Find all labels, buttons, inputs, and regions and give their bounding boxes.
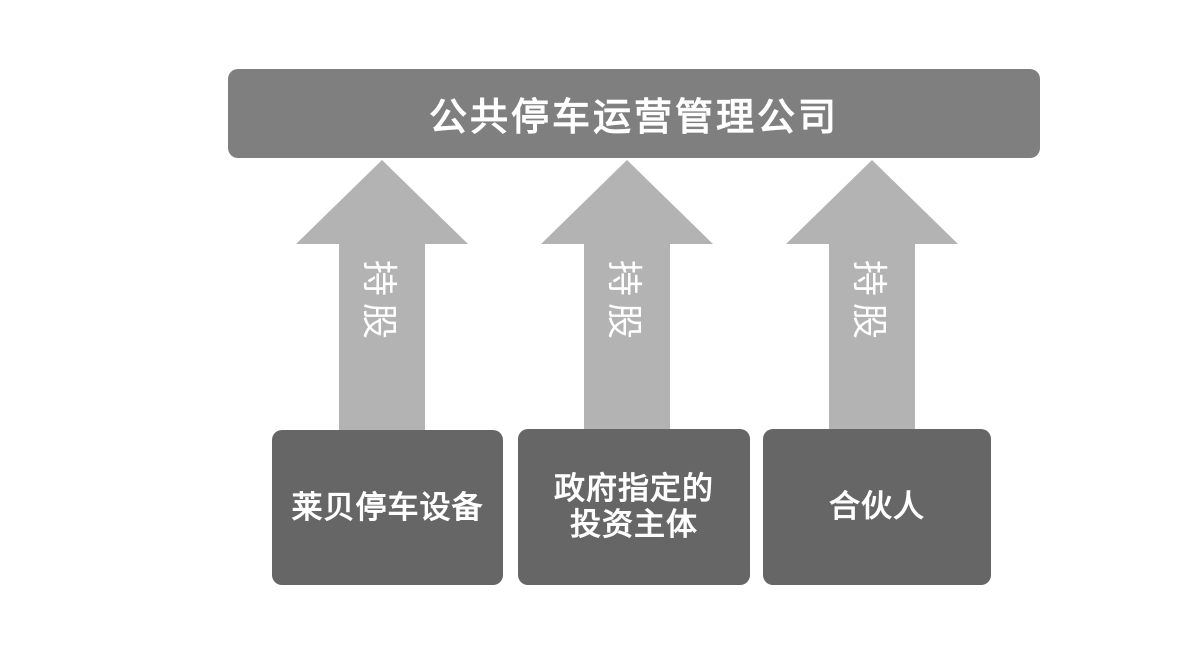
shareholding-arrow-right: 持股 <box>786 160 958 431</box>
entity-box-partner: 合伙人 <box>763 429 991 585</box>
parent-company-box: 公共停车运营管理公司 <box>228 69 1040 158</box>
up-arrow-icon <box>296 160 468 431</box>
up-arrow-icon <box>786 160 958 431</box>
up-arrow-icon <box>541 160 713 431</box>
arrow-label: 持股 <box>604 259 645 347</box>
entity-label: 莱贝停车设备 <box>291 489 484 525</box>
entity-label: 政府指定的 投资主体 <box>554 471 714 542</box>
parent-company-label: 公共停车运营管理公司 <box>428 97 839 139</box>
arrow-label: 持股 <box>849 259 890 347</box>
entity-label: 合伙人 <box>829 489 925 524</box>
entity-box-government-investor: 政府指定的 投资主体 <box>518 429 750 585</box>
shareholding-arrow-middle: 持股 <box>541 160 713 431</box>
entity-box-laibei-parking: 莱贝停车设备 <box>272 430 503 585</box>
arrow-label: 持股 <box>359 259 400 347</box>
shareholding-arrow-left: 持股 <box>296 160 468 431</box>
